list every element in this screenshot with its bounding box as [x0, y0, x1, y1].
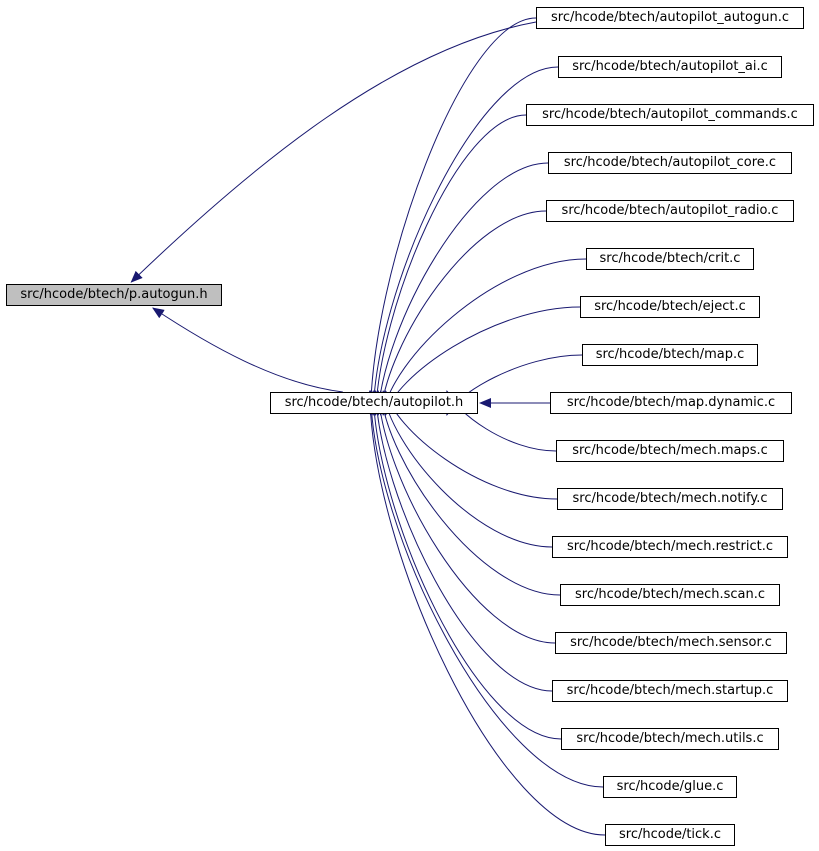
node-label: src/hcode/btech/mech.scan.c [574, 587, 766, 602]
node-label: src/hcode/btech/mech.sensor.c [570, 635, 772, 650]
node-map-dynamic-c[interactable]: src/hcode/btech/map.dynamic.c [550, 392, 792, 414]
node-mech-maps-c[interactable]: src/hcode/btech/mech.maps.c [556, 440, 784, 462]
node-label: src/hcode/btech/map.dynamic.c [566, 395, 776, 410]
node-label: src/hcode/glue.c [616, 779, 724, 794]
node-glue-c[interactable]: src/hcode/glue.c [603, 776, 737, 798]
node-autopilot-autogun-c[interactable]: src/hcode/btech/autopilot_autogun.c [536, 7, 804, 29]
edge-mech_sensor-to-autopilot_h [373, 390, 556, 644]
node-label: src/hcode/btech/autopilot_core.c [563, 155, 777, 170]
edge-autopilot_h-to-pautogun [152, 307, 343, 393]
edge-glue-to-autopilot_h [365, 390, 604, 788]
node-mech-utils-c[interactable]: src/hcode/btech/mech.utils.c [561, 728, 779, 750]
node-p-autogun-h: src/hcode/btech/p.autogun.h [6, 284, 222, 306]
node-label: src/hcode/btech/mech.utils.c [576, 731, 764, 746]
node-mech-scan-c[interactable]: src/hcode/btech/mech.scan.c [560, 584, 780, 606]
node-map-c[interactable]: src/hcode/btech/map.c [582, 344, 758, 366]
edge-mech_startup-to-autopilot_h [370, 390, 553, 692]
node-label: src/hcode/btech/autopilot_ai.c [572, 59, 768, 74]
node-label: src/hcode/btech/autopilot.h [284, 395, 464, 410]
edge-autopilot_autogun-to-autopilot_h [365, 17, 537, 416]
node-label: src/hcode/btech/autopilot_radio.c [561, 203, 779, 218]
node-autopilot-h[interactable]: src/hcode/btech/autopilot.h [270, 392, 478, 414]
edge-mech_utils-to-autopilot_h [368, 390, 562, 740]
edge-mech_scan-to-autopilot_h [376, 390, 561, 596]
node-label: src/hcode/tick.c [619, 827, 721, 842]
edge-autopilot_autogun-to-pautogun [130, 21, 537, 283]
node-label: src/hcode/btech/p.autogun.h [20, 287, 208, 302]
node-autopilot-commands-c[interactable]: src/hcode/btech/autopilot_commands.c [526, 104, 814, 126]
node-label: src/hcode/btech/mech.maps.c [572, 443, 768, 458]
node-label: src/hcode/btech/eject.c [594, 299, 746, 314]
edge-autopilot_ai-to-autopilot_h [368, 66, 559, 416]
node-autopilot-ai-c[interactable]: src/hcode/btech/autopilot_ai.c [558, 56, 782, 78]
edge-group [130, 17, 606, 836]
node-eject-c[interactable]: src/hcode/btech/eject.c [580, 296, 760, 318]
edge-autopilot_radio-to-autopilot_h [376, 210, 547, 416]
node-label: src/hcode/btech/mech.restrict.c [566, 539, 774, 554]
edge-autopilot_commands-to-autopilot_h [370, 114, 527, 416]
node-mech-restrict-c[interactable]: src/hcode/btech/mech.restrict.c [552, 536, 788, 558]
edge-autopilot_core-to-autopilot_h [373, 162, 549, 416]
node-label: src/hcode/btech/mech.startup.c [566, 683, 774, 698]
node-mech-notify-c[interactable]: src/hcode/btech/mech.notify.c [557, 488, 783, 510]
node-mech-startup-c[interactable]: src/hcode/btech/mech.startup.c [552, 680, 788, 702]
edge-tick-to-autopilot_h [364, 390, 606, 836]
node-label: src/hcode/btech/mech.notify.c [572, 491, 768, 506]
node-autopilot-radio-c[interactable]: src/hcode/btech/autopilot_radio.c [546, 200, 794, 222]
node-label: src/hcode/btech/autopilot_autogun.c [551, 10, 789, 25]
node-label: src/hcode/btech/crit.c [599, 251, 741, 266]
node-autopilot-core-c[interactable]: src/hcode/btech/autopilot_core.c [548, 152, 792, 174]
node-label: src/hcode/btech/autopilot_commands.c [542, 107, 798, 122]
node-tick-c[interactable]: src/hcode/tick.c [605, 824, 735, 846]
node-mech-sensor-c[interactable]: src/hcode/btech/mech.sensor.c [555, 632, 787, 654]
node-label: src/hcode/btech/map.c [595, 347, 745, 362]
node-crit-c[interactable]: src/hcode/btech/crit.c [586, 248, 754, 270]
